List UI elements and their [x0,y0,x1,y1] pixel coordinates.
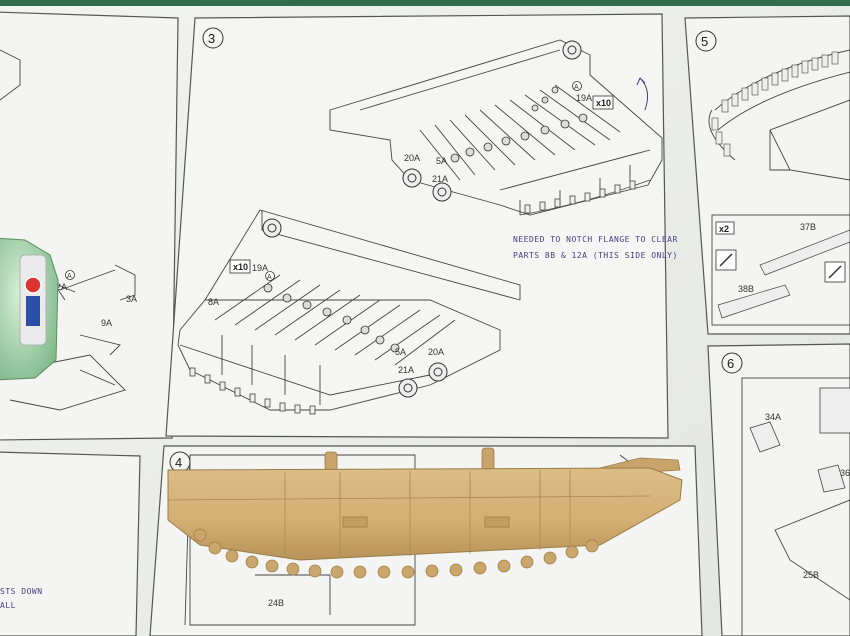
x10-box-bottom [229,259,251,274]
panel-left-bottom [0,451,141,636]
label-2a: 2A [56,282,67,292]
label-20a-top: 20A [404,153,420,163]
plastic-hull-part [167,447,683,579]
handwritten-note-line1: NEEDED TO NOTCH FLANGE TO CLEAR [513,235,678,244]
label-38b: 38B [738,284,754,294]
label-37b: 37B [800,222,816,232]
label-21a-top: 21A [432,174,448,184]
x2-box [715,221,735,235]
glue-jar [0,237,59,381]
tamiya-logo-icon [24,276,42,294]
panel-step-3 [165,13,669,439]
label-8a: 8A [208,297,219,307]
hull-panel-lines [167,470,651,556]
label-9a: 9A [101,318,112,328]
upper-hull-track [519,179,651,216]
hull-hatch-right [484,516,510,528]
label-a-top: A [574,84,579,91]
label-x10-top: x10 [596,98,611,108]
step-4-number: 4 [175,455,182,470]
label-24b: 24B [268,598,284,608]
label-a-left: A [67,273,72,280]
part-36 [817,464,846,493]
label-34a: 34A [765,412,781,422]
label-21a-bottom: 21A [398,365,414,375]
hull-pin-right [481,447,495,471]
panel-step-6 [707,343,850,636]
lower-roadwheels [263,283,400,353]
label-19a-bottom: 19A [252,263,268,273]
a-marker-left [65,270,75,280]
step-5-subpanel [711,214,850,326]
knife-icon [719,253,733,267]
step-3-number: 3 [208,31,215,46]
step-5-track-links [711,51,839,157]
step-6-subpanel [741,377,850,636]
x10-box-top [592,95,614,110]
part-34a [749,421,781,453]
hull-body [167,467,683,561]
hull-track-grousers [193,528,599,579]
upper-sprockets [402,40,582,202]
handwritten-left-line2: ALL [0,601,16,610]
label-3a: 3A [126,294,137,304]
step-6-circle [721,352,743,374]
a-marker-bottom [265,271,275,281]
step-6-plate [819,387,850,434]
step-6-number: 6 [727,356,734,371]
label-5a-top: 5A [436,156,447,166]
label-20a-bottom: 20A [428,347,444,357]
label-x2: x2 [719,224,729,234]
lower-hull-track [189,367,316,415]
step-3-circle [202,27,224,49]
upper-roadwheels [450,86,588,163]
label-5a-bottom: 5A [395,347,406,357]
label-x10-bottom: x10 [233,262,248,272]
hull-hatch-left [342,516,368,528]
label-a-bottom: A [267,274,272,281]
step-5-number: 5 [701,34,708,49]
label-19a-top: 19A [576,93,592,103]
a-marker-top [572,81,582,91]
lower-sprockets [262,218,448,398]
upper-axles [419,84,621,181]
handwritten-left-line1: STS DOWN [0,587,43,596]
step-5-sub-track [717,229,850,319]
lower-axles [214,274,456,366]
step-5-circle [695,30,717,52]
hull-pin-left [324,451,338,471]
step-6-hull [774,499,850,601]
jar-label-stripe [26,296,40,326]
pen-arrowhead [636,77,646,86]
label-36: 36 [840,468,850,478]
handwritten-note-line2: PARTS 8B & 12A (THIS SIDE ONLY) [513,251,678,260]
file-icon [828,265,842,279]
lower-hull-drawing [177,209,521,411]
label-25b: 25B [803,570,819,580]
